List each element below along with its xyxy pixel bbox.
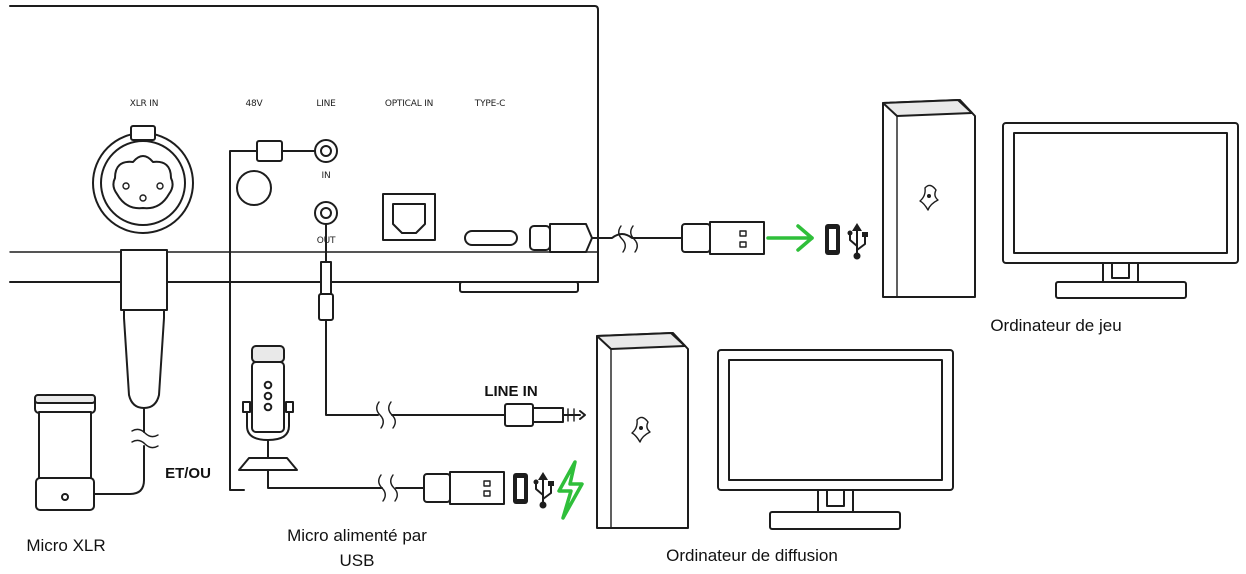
- usb-mic-icon: [238, 345, 298, 471]
- usb-mic-cable: [267, 469, 505, 505]
- port-label-optical-in: OPTICAL IN: [385, 99, 433, 109]
- streaming-pc-monitor: [717, 349, 954, 530]
- usb-mic-label-line2: USB: [340, 551, 375, 570]
- and-or-label: ET/OU: [165, 465, 211, 482]
- port-label-xlr-in: XLR IN: [130, 99, 158, 109]
- xlr-mic-icon: [34, 394, 96, 511]
- type-c-port: [464, 230, 518, 246]
- lightning-icon: [557, 460, 584, 520]
- gaming-pc-label: Ordinateur de jeu: [990, 316, 1121, 335]
- usb-icon: [533, 472, 554, 509]
- xlr-combo-port: [92, 125, 194, 234]
- line-in-cable: [229, 140, 315, 491]
- streaming-pc-tower: [596, 332, 689, 529]
- optical-in-port: [382, 193, 436, 241]
- usb-c-cable: [529, 221, 765, 255]
- razer-logo-icon: [919, 184, 939, 211]
- phantom-power-button: [236, 170, 272, 206]
- xlr-cable: [92, 249, 168, 495]
- mixer-unit: [9, 5, 599, 293]
- xlr-mic-label: Micro XLR: [26, 536, 105, 555]
- port-label-type-c: TYPE-C: [474, 99, 505, 109]
- port-label-48v: 48V: [245, 99, 263, 109]
- line-in-label: LINE IN: [484, 383, 537, 400]
- streaming-pc-label: Ordinateur de diffusion: [666, 546, 838, 565]
- usb-icon: [847, 223, 868, 260]
- port-label-line: LINE: [316, 99, 336, 109]
- line-out-cable: [318, 223, 586, 429]
- razer-logo-icon: [631, 416, 651, 443]
- port-label-in: IN: [322, 171, 331, 181]
- usb-mic-label-line1: Micro alimenté par: [287, 526, 427, 545]
- gaming-pc-tower: [882, 99, 976, 298]
- usb-port-icon: [513, 473, 528, 504]
- arrow-right-icon: [766, 224, 814, 252]
- line-out-port: [314, 201, 338, 225]
- usb-port-icon: [825, 224, 840, 255]
- line-in-port: [314, 139, 338, 163]
- gaming-pc-monitor: [1002, 122, 1239, 299]
